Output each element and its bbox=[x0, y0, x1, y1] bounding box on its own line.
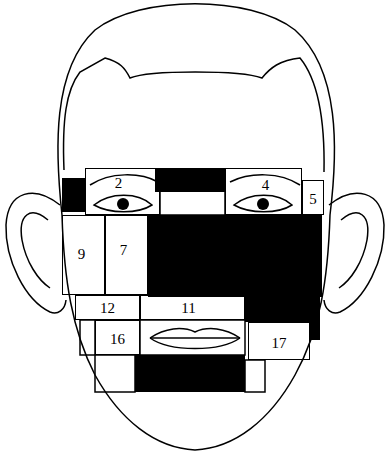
region-box: 12 bbox=[75, 295, 140, 320]
left-ear bbox=[6, 193, 66, 313]
masked-region bbox=[310, 320, 320, 340]
mouth-line bbox=[150, 337, 240, 339]
callout-number: 11 bbox=[137, 300, 240, 316]
region-box: 17 bbox=[248, 322, 310, 360]
region-box bbox=[245, 360, 265, 392]
region-box: 5 bbox=[302, 180, 324, 215]
callout-number: 7 bbox=[103, 242, 144, 258]
region-box bbox=[140, 320, 245, 355]
left-ear-inner bbox=[21, 213, 50, 288]
left-pupil bbox=[117, 198, 129, 210]
right-ear bbox=[324, 193, 384, 313]
callout-number: 17 bbox=[249, 335, 309, 351]
callout-number: 16 bbox=[96, 331, 139, 347]
region-box: 16 bbox=[95, 320, 140, 355]
callout-number: 5 bbox=[303, 191, 323, 207]
masked-region bbox=[148, 215, 322, 297]
callout-number: 12 bbox=[76, 300, 139, 316]
left-eye bbox=[94, 195, 152, 212]
lower-lip bbox=[150, 338, 240, 349]
masked-region bbox=[245, 295, 320, 322]
upper-lip bbox=[150, 329, 240, 338]
region-box: 7 bbox=[105, 215, 148, 295]
region-box bbox=[95, 355, 135, 392]
region-box bbox=[80, 320, 95, 355]
masked-region bbox=[135, 355, 245, 392]
region-box: 9 bbox=[62, 215, 105, 295]
callout-number: 9 bbox=[61, 246, 102, 262]
callout-number: 2 bbox=[82, 175, 155, 191]
callout-number: 4 bbox=[228, 177, 303, 193]
region-box: 4 bbox=[225, 168, 302, 215]
masked-region bbox=[155, 168, 225, 192]
head-outline bbox=[58, 4, 335, 450]
region-box bbox=[160, 190, 225, 215]
right-pupil bbox=[257, 198, 269, 210]
hair-line bbox=[64, 58, 325, 172]
region-box: 2 bbox=[85, 168, 160, 215]
left-eyebrow bbox=[90, 175, 158, 185]
masked-region bbox=[62, 178, 85, 212]
region-box: 11 bbox=[140, 295, 245, 320]
right-eye bbox=[234, 195, 292, 212]
right-ear-inner bbox=[339, 213, 368, 288]
